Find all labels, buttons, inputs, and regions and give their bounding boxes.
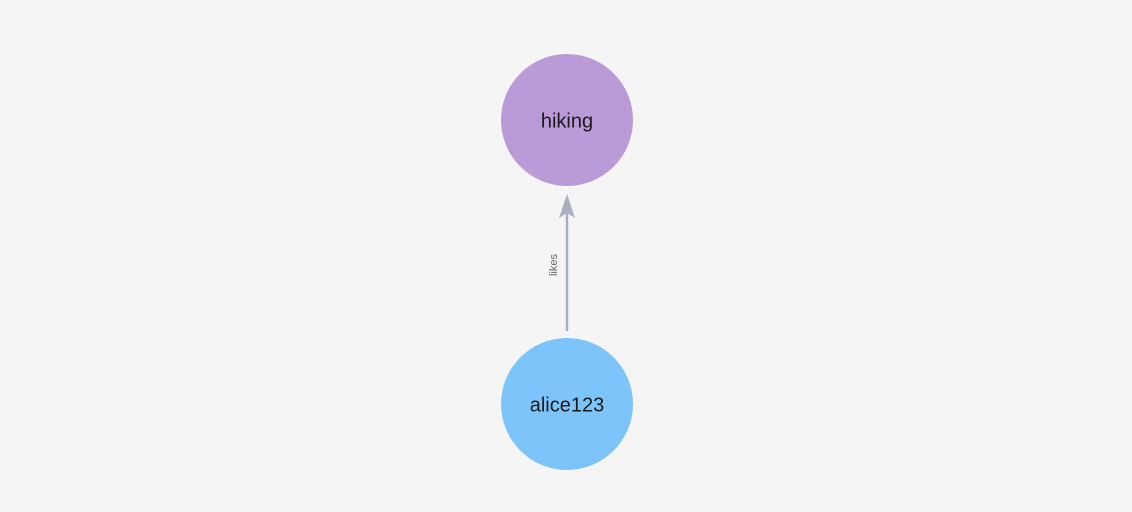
node-circle-alice123[interactable] (501, 338, 633, 470)
node-label-alice123: alice123 (530, 394, 605, 416)
graph-edge-alice123-likes-hiking[interactable]: likes (548, 194, 575, 331)
edge-label-likes: likes (548, 254, 560, 277)
node-circle-hiking[interactable] (501, 54, 633, 186)
graph-node-alice123[interactable]: alice123 (501, 338, 633, 470)
edge-arrowhead-icon (559, 194, 575, 218)
graph-node-hiking[interactable]: hiking (501, 54, 633, 186)
node-label-hiking: hiking (541, 110, 593, 132)
